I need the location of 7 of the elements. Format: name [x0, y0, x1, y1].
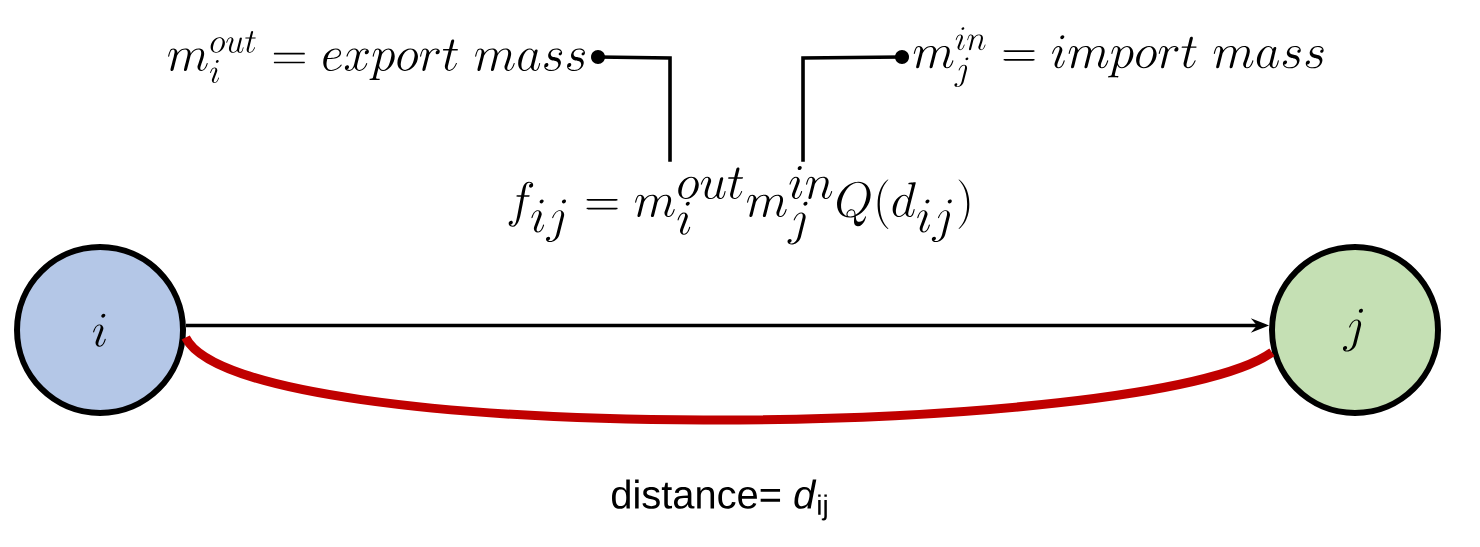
formula-label: $m_i^{out} = export\ mass$ — [168, 30, 585, 84]
curve-line — [182, 334, 1274, 425]
leader-line — [801, 50, 909, 162]
formula-label: $m_j^{in} = import\ mass$ — [913, 27, 1324, 88]
formula: $f_{ij} = m_i^{out} m_j^{in} Q(d_{ij})$ — [508, 166, 970, 245]
leader-line — [591, 50, 672, 162]
edge-label: distance= d$_{ij}$ — [612, 479, 827, 521]
